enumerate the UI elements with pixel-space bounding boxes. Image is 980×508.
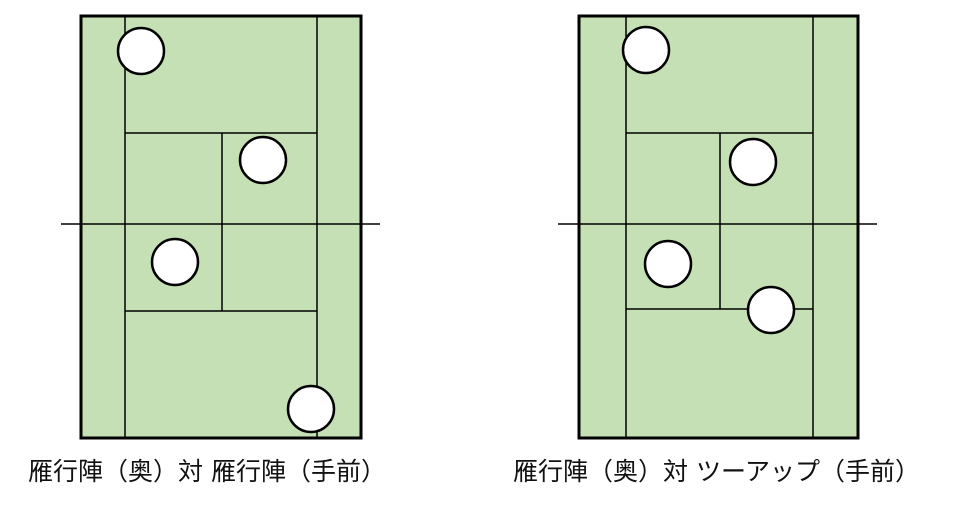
player: [116, 26, 166, 76]
player: [150, 237, 200, 287]
player: [238, 135, 288, 185]
player: [286, 384, 336, 434]
court-surface: [577, 14, 860, 440]
caption-right: 雁行陣（奥）対 ツーアップ（手前）: [513, 457, 920, 486]
player: [746, 285, 796, 335]
court-left: [61, 14, 380, 440]
player: [728, 137, 778, 187]
caption-left: 雁行陣（奥）対 雁行陣（手前）: [28, 457, 386, 486]
court-right: [558, 14, 877, 440]
player: [643, 239, 693, 289]
court-surface: [79, 14, 363, 440]
player: [621, 25, 671, 75]
